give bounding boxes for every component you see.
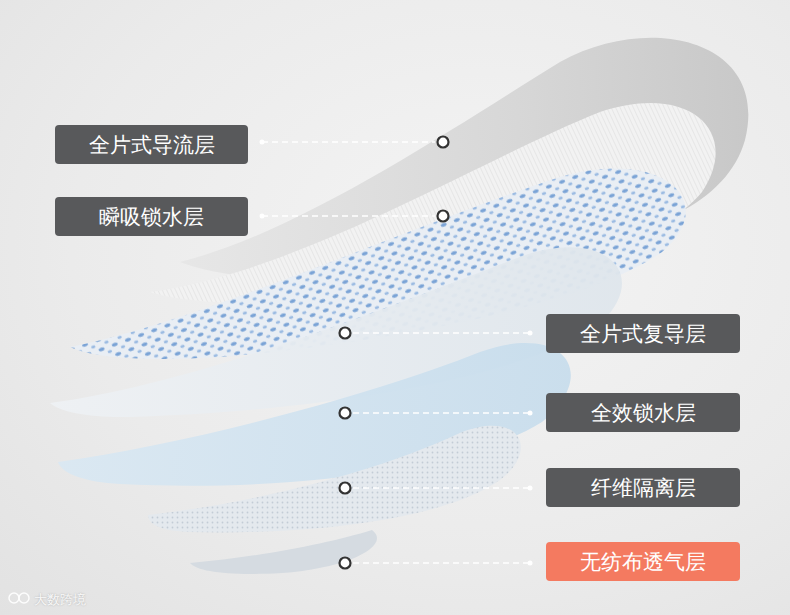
leader-dot	[260, 140, 265, 145]
leader-dot	[528, 411, 533, 416]
leader-line	[262, 215, 435, 217]
layer-name: 全片式复导层	[580, 320, 706, 348]
leader-dot	[528, 486, 533, 491]
watermark-logo	[9, 593, 29, 603]
fiber-layer	[148, 426, 521, 533]
leader-line	[353, 562, 530, 564]
marker-ring	[340, 483, 351, 494]
layer-name: 全片式导流层	[89, 131, 215, 159]
leader-line	[353, 487, 530, 489]
layer-name: 全效锁水层	[591, 399, 696, 427]
leader-line	[353, 412, 530, 414]
layer-label-box: 瞬吸锁水层	[55, 197, 248, 236]
marker-ring	[438, 211, 449, 222]
layer-label-box: 全片式导流层	[55, 125, 248, 164]
leader-dot	[528, 331, 533, 336]
layer-name: 瞬吸锁水层	[99, 203, 204, 231]
layer-label-box: 全片式复导层	[546, 314, 740, 353]
watermark: 大数跨境	[34, 591, 86, 609]
layer-name: 纤维隔离层	[591, 474, 696, 502]
marker-ring	[438, 137, 449, 148]
leader-dot	[528, 561, 533, 566]
layer-name: 无纺布透气层	[580, 548, 706, 576]
marker-ring	[340, 558, 351, 569]
leader-line	[353, 332, 530, 334]
layer-label-box: 纤维隔离层	[546, 468, 740, 507]
breathable-layer	[190, 530, 377, 574]
leader-line	[262, 141, 435, 143]
marker-ring	[340, 328, 351, 339]
marker-ring	[340, 408, 351, 419]
layer-label-box: 全效锁水层	[546, 393, 740, 432]
leader-dot	[260, 214, 265, 219]
layer-label-box: 无纺布透气层	[546, 542, 740, 581]
